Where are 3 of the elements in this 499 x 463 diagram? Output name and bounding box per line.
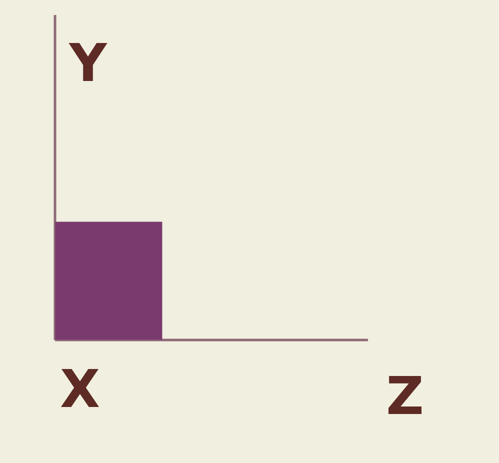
filled-square <box>55 222 162 340</box>
axis-label: Z <box>388 376 422 414</box>
axis-label: Y <box>68 43 108 81</box>
